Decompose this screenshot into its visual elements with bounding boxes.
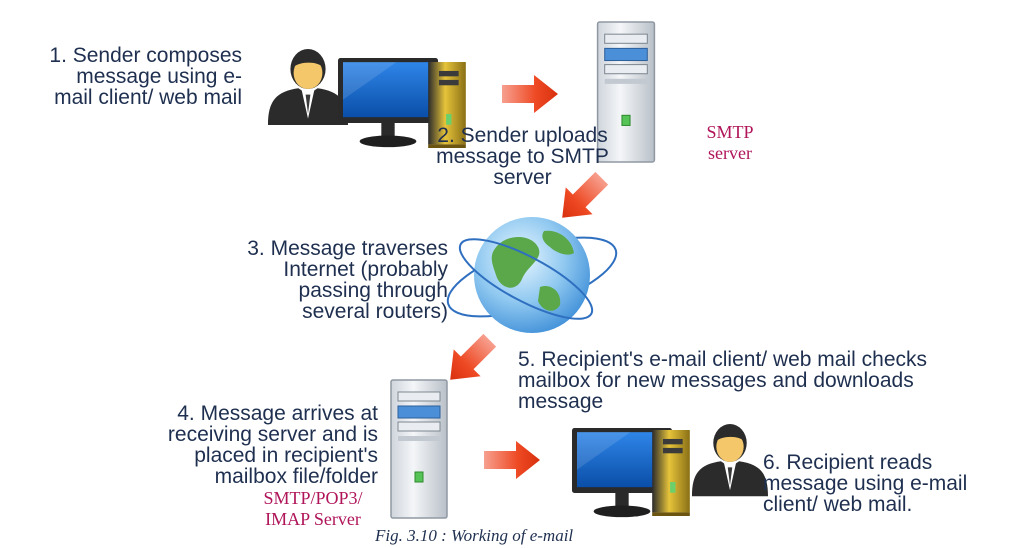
step-3-label: 3. Message traverses Internet (probably … [247, 237, 448, 323]
step-2-label: 2. Sender uploads message to SMTP server [436, 124, 609, 189]
recipient-cpu-tower-icon [652, 430, 690, 516]
smtp-server-label: SMTP server [706, 122, 754, 163]
step-1-label: 1. Sender composes message using e- mail… [49, 44, 242, 109]
step-4-label: 4. Message arrives at receiving server a… [167, 402, 378, 488]
step-6-label: 6. Recipient reads message using e-mail … [763, 451, 968, 516]
smtp-pop3-imap-server-label: SMTP/POP3/ IMAP Server [263, 488, 363, 529]
sender-person-icon [268, 49, 348, 125]
arrow-icon-to-smtp [502, 75, 558, 113]
recipient-person-icon [692, 424, 768, 497]
step-5-label: 5. Recipient's e-mail client/ web mail c… [518, 348, 927, 413]
arrow-icon-to-recipient [484, 441, 540, 479]
arrow-icon-to-receiving-server [436, 326, 504, 394]
figure-caption: Fig. 3.10 : Working of e-mail [375, 526, 574, 545]
globe-icon [446, 217, 618, 333]
receiving-server-icon [390, 379, 448, 519]
